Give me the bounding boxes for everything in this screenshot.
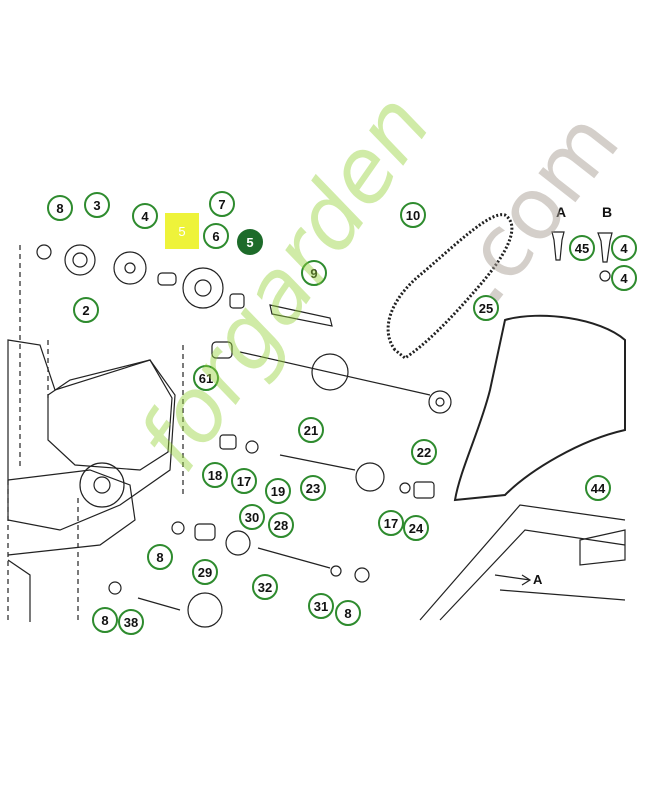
bearing-28 [194, 523, 216, 541]
callout-4-right[interactable]: 4 [611, 235, 637, 261]
bearing-18 [219, 434, 237, 450]
callout-8[interactable]: 8 [47, 195, 73, 221]
callout-8-bottom[interactable]: 8 [92, 607, 118, 633]
sprocket-4 [113, 251, 147, 285]
washer-17b [399, 482, 411, 494]
bolt-b [597, 232, 613, 263]
callout-29[interactable]: 29 [192, 559, 218, 585]
washer-31 [330, 565, 342, 577]
callout-4[interactable]: 4 [132, 203, 158, 229]
shaft-lower [137, 597, 181, 611]
bracket [579, 529, 626, 566]
callout-4-right-lower[interactable]: 4 [611, 265, 637, 291]
housing-plate [47, 359, 173, 471]
shaft-61 [239, 351, 431, 396]
guard-25 [453, 314, 626, 502]
callout-28[interactable]: 28 [268, 512, 294, 538]
bearing-24 [413, 481, 435, 499]
bushing-5 [229, 293, 245, 309]
dashed-guide [7, 245, 184, 622]
washer-8 [36, 244, 52, 260]
bolt-label-a: A [556, 204, 567, 220]
gear-23 [355, 462, 385, 492]
housing-frame [7, 339, 176, 531]
sprocket-29 [187, 592, 223, 628]
arrow-label: A [533, 572, 543, 587]
sprocket-21 [311, 353, 349, 391]
washer-8d [108, 581, 122, 595]
callout-61[interactable]: 61 [193, 365, 219, 391]
shaft-19 [279, 454, 356, 471]
bolt-a [551, 231, 565, 261]
bolt-label-b: B [602, 204, 613, 220]
washer-17 [245, 440, 259, 454]
washer-8b [171, 521, 185, 535]
callout-17-right[interactable]: 17 [378, 510, 404, 536]
callout-44[interactable]: 44 [585, 475, 611, 501]
callout-24[interactable]: 24 [403, 515, 429, 541]
callout-18[interactable]: 18 [202, 462, 228, 488]
callout-6[interactable]: 6 [203, 223, 229, 249]
callout-30[interactable]: 30 [239, 504, 265, 530]
callout-8-bottom-right[interactable]: 8 [335, 600, 361, 626]
callout-38[interactable]: 38 [118, 609, 144, 635]
callout-45[interactable]: 45 [569, 235, 595, 261]
chain-10 [386, 213, 514, 360]
sprocket-6 [182, 267, 224, 309]
gear-30 [225, 530, 251, 556]
bearing-22 [428, 390, 452, 414]
callout-22[interactable]: 22 [411, 439, 437, 465]
callout-5[interactable]: 5 [237, 229, 263, 255]
highlight-box: 5 [165, 213, 199, 249]
callout-23[interactable]: 23 [300, 475, 326, 501]
callout-8-lower[interactable]: 8 [147, 544, 173, 570]
callout-10[interactable]: 10 [400, 202, 426, 228]
callout-25[interactable]: 25 [473, 295, 499, 321]
sprocket-3 [64, 244, 96, 276]
callout-2[interactable]: 2 [73, 297, 99, 323]
callout-19[interactable]: 19 [265, 478, 291, 504]
callout-3[interactable]: 3 [84, 192, 110, 218]
frame-44 [419, 504, 626, 621]
bearing-61 [211, 341, 233, 359]
callout-32[interactable]: 32 [252, 574, 278, 600]
callout-9[interactable]: 9 [301, 260, 327, 286]
washer-8c [354, 567, 370, 583]
callout-17[interactable]: 17 [231, 468, 257, 494]
arrow [494, 574, 532, 586]
housing-outline [7, 469, 136, 556]
callout-21[interactable]: 21 [298, 417, 324, 443]
shaft-32 [257, 547, 331, 569]
shaft-9 [269, 304, 333, 327]
housing-hub [79, 462, 125, 508]
callout-31[interactable]: 31 [308, 593, 334, 619]
callout-7[interactable]: 7 [209, 191, 235, 217]
spacer-5 [157, 272, 177, 286]
